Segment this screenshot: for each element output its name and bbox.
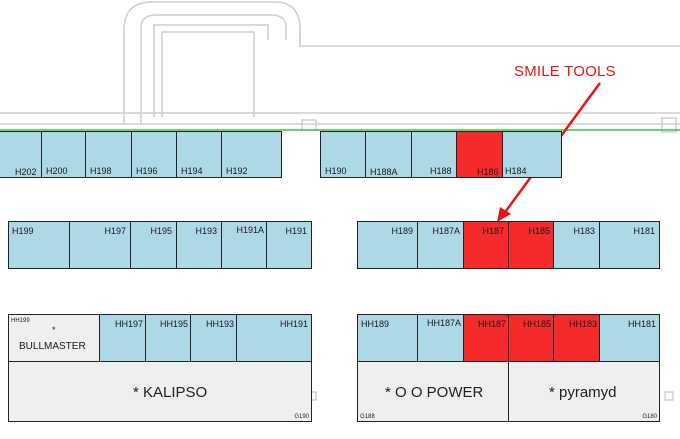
- zone-kalipso[interactable]: * KALIPSO G190: [8, 361, 312, 422]
- booth-label: H187A: [432, 226, 460, 236]
- booth-label: H196: [136, 166, 158, 176]
- booth-H199[interactable]: H199: [8, 221, 70, 269]
- booth-HH187A[interactable]: HH187A: [417, 314, 464, 362]
- booth-H184[interactable]: H184: [502, 131, 562, 178]
- booth-label: HH193: [205, 319, 234, 329]
- zone-name: * pyramyd: [549, 384, 617, 401]
- zone-pyramyd[interactable]: * pyramyd G180: [508, 361, 660, 422]
- exhibitor-name: BULLMASTER: [19, 341, 86, 352]
- booth-label: H194: [181, 166, 203, 176]
- booth-H193[interactable]: H193: [176, 221, 222, 269]
- booth-label: H188: [430, 166, 452, 176]
- booth-H200[interactable]: H200: [41, 131, 86, 178]
- booth-label: HH185: [522, 319, 551, 329]
- booth-label: H184: [505, 166, 527, 176]
- booth-H186[interactable]: H186: [456, 131, 503, 178]
- booth-H198[interactable]: H198: [85, 131, 132, 178]
- booth-H187A[interactable]: H187A: [417, 221, 464, 269]
- booth-label: H191A: [236, 225, 264, 235]
- booth-H188A[interactable]: H188A: [365, 131, 412, 178]
- booth-H181[interactable]: H181: [599, 221, 660, 269]
- booth-HH199-bullmaster[interactable]: HH199 * BULLMASTER: [8, 314, 100, 362]
- booth-H192[interactable]: H192: [221, 131, 282, 178]
- booth-code: HH199: [11, 318, 30, 324]
- booth-star: *: [52, 325, 56, 335]
- booth-label: H188A: [370, 167, 398, 177]
- booth-label: H190: [325, 166, 347, 176]
- booth-label: HH187: [477, 319, 506, 329]
- zone-code: G188: [360, 414, 375, 420]
- booth-label: H189: [391, 226, 413, 236]
- zone-code: G180: [642, 414, 657, 420]
- booth-H187[interactable]: H187: [463, 221, 509, 269]
- booth-HH197[interactable]: HH197: [99, 314, 146, 362]
- booth-H189[interactable]: H189: [357, 221, 418, 269]
- booth-label: H199: [12, 226, 34, 236]
- booth-label: H186: [477, 167, 499, 177]
- booth-label: HH195: [159, 319, 188, 329]
- booth-label: H191: [285, 226, 307, 236]
- booth-label: HH189: [361, 319, 390, 329]
- booth-label: HH183: [568, 319, 597, 329]
- booth-H188[interactable]: H188: [411, 131, 457, 178]
- booth-HH195[interactable]: HH195: [145, 314, 191, 362]
- booth-HH181[interactable]: HH181: [599, 314, 660, 362]
- arrow-head: [497, 207, 511, 222]
- booth-HH187[interactable]: HH187: [463, 314, 509, 362]
- zone-code: G190: [294, 414, 309, 420]
- booth-H183[interactable]: H183: [553, 221, 600, 269]
- booth-label: H200: [46, 166, 68, 176]
- booth-label: H181: [633, 226, 655, 236]
- booth-H191[interactable]: H191: [266, 221, 312, 269]
- zone-name: * O O POWER: [385, 384, 484, 401]
- booth-label: H202: [15, 167, 37, 177]
- annotation-label: SMILE TOOLS: [514, 63, 616, 80]
- booth-label: H187: [482, 226, 504, 236]
- booth-H191A[interactable]: H191A: [221, 221, 267, 269]
- booth-label: H183: [573, 226, 595, 236]
- booth-HH183[interactable]: HH183: [553, 314, 600, 362]
- booth-H185[interactable]: H185: [508, 221, 554, 269]
- booth-H202[interactable]: H202: [0, 131, 42, 178]
- booth-label: H195: [150, 226, 172, 236]
- booth-label: H192: [226, 166, 248, 176]
- zone-oo-power[interactable]: * O O POWER G188: [357, 361, 509, 422]
- booth-HH189[interactable]: HH189: [357, 314, 418, 362]
- booth-label: H198: [90, 166, 112, 176]
- booth-H195[interactable]: H195: [130, 221, 177, 269]
- zone-name: * KALIPSO: [133, 384, 208, 401]
- booth-H190[interactable]: H190: [320, 131, 366, 178]
- booth-H194[interactable]: H194: [176, 131, 222, 178]
- booth-H197[interactable]: H197: [69, 221, 131, 269]
- booth-HH191[interactable]: HH191: [236, 314, 312, 362]
- booth-label: HH197: [114, 319, 143, 329]
- booth-label: H185: [528, 226, 550, 236]
- booth-H196[interactable]: H196: [131, 131, 177, 178]
- booth-HH185[interactable]: HH185: [508, 314, 554, 362]
- booth-label: HH191: [279, 319, 308, 329]
- booth-label: H193: [195, 226, 217, 236]
- booth-label: HH181: [627, 319, 656, 329]
- booth-label: H197: [104, 226, 126, 236]
- booth-HH193[interactable]: HH193: [190, 314, 237, 362]
- booth-label: HH187A: [426, 318, 461, 328]
